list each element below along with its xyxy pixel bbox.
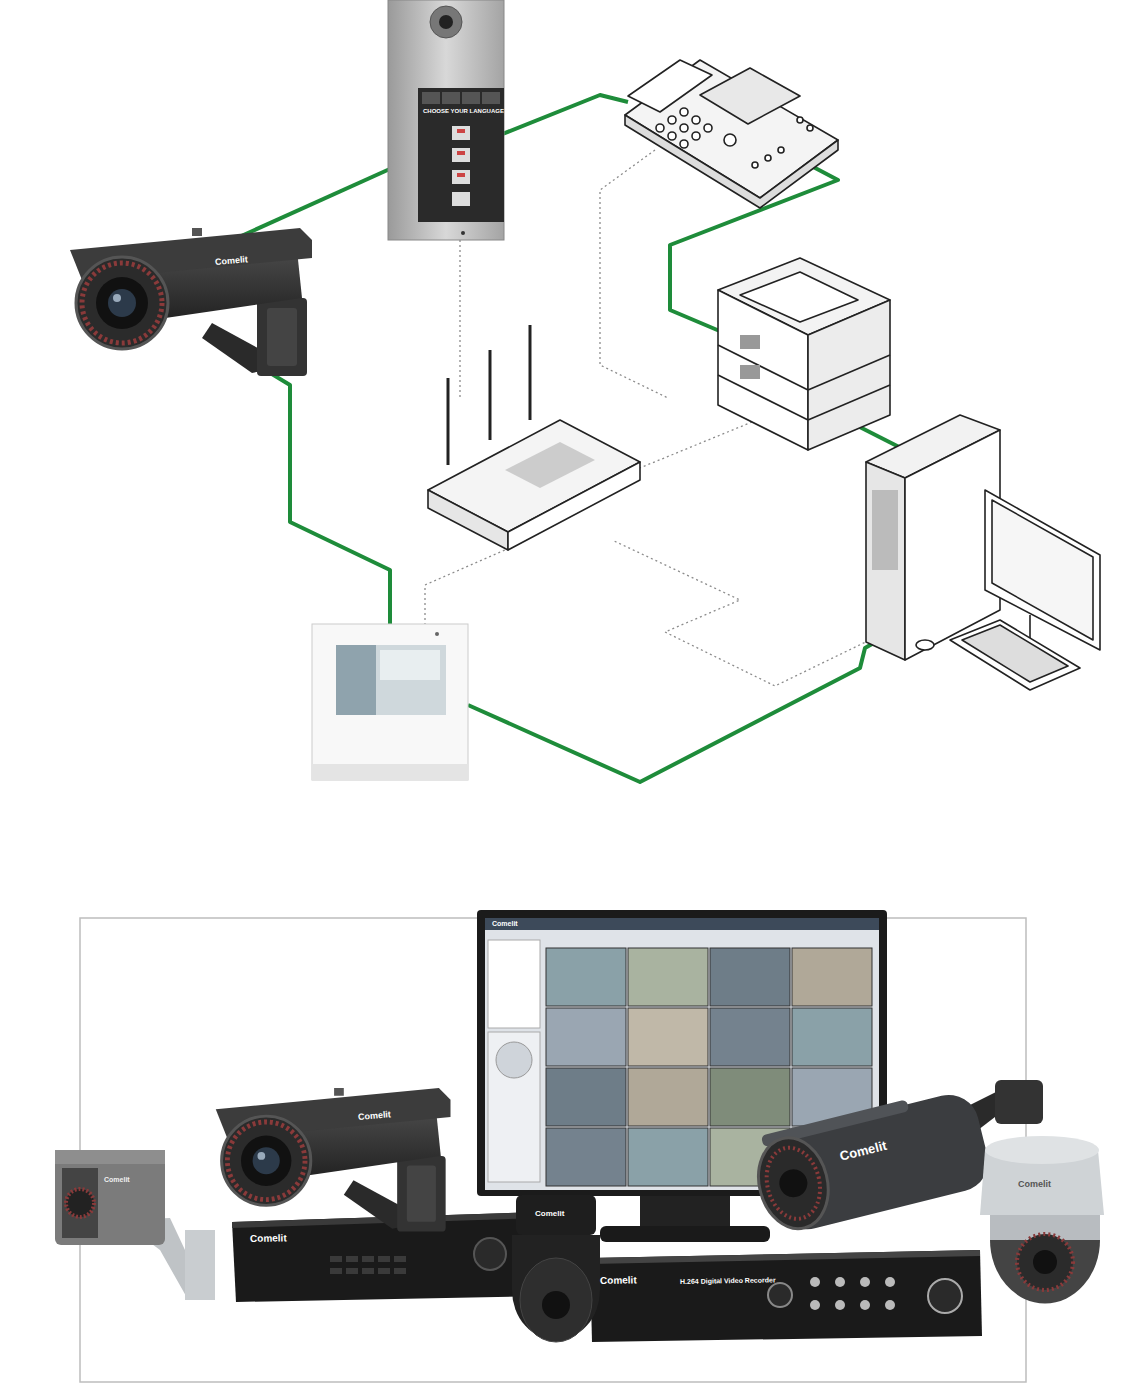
video-thumbnail bbox=[628, 1128, 708, 1186]
brand-label: Comelit bbox=[492, 920, 518, 927]
video-thumbnail bbox=[710, 1008, 790, 1066]
video-thumbnail bbox=[546, 1008, 626, 1066]
video-thumbnail bbox=[792, 1008, 872, 1066]
brand-label: Comelit bbox=[535, 1210, 564, 1218]
video-thumbnail bbox=[628, 1008, 708, 1066]
screen-text: CHOOSE YOUR LANGUAGE bbox=[423, 108, 504, 114]
video-thumbnail bbox=[546, 948, 626, 1006]
video-thumbnail bbox=[546, 1068, 626, 1126]
video-thumbnail bbox=[710, 948, 790, 1006]
brand-label: Comelit bbox=[104, 1176, 130, 1183]
video-thumbnail bbox=[628, 1068, 708, 1126]
video-thumbnail bbox=[710, 1068, 790, 1126]
video-thumbnail bbox=[792, 948, 872, 1006]
video-thumbnail bbox=[546, 1128, 626, 1186]
video-thumbnail bbox=[628, 948, 708, 1006]
brand-label: Comelit bbox=[250, 1233, 287, 1244]
brand-label: Comelit bbox=[600, 1275, 637, 1286]
brand-label: Comelit bbox=[1018, 1180, 1051, 1189]
